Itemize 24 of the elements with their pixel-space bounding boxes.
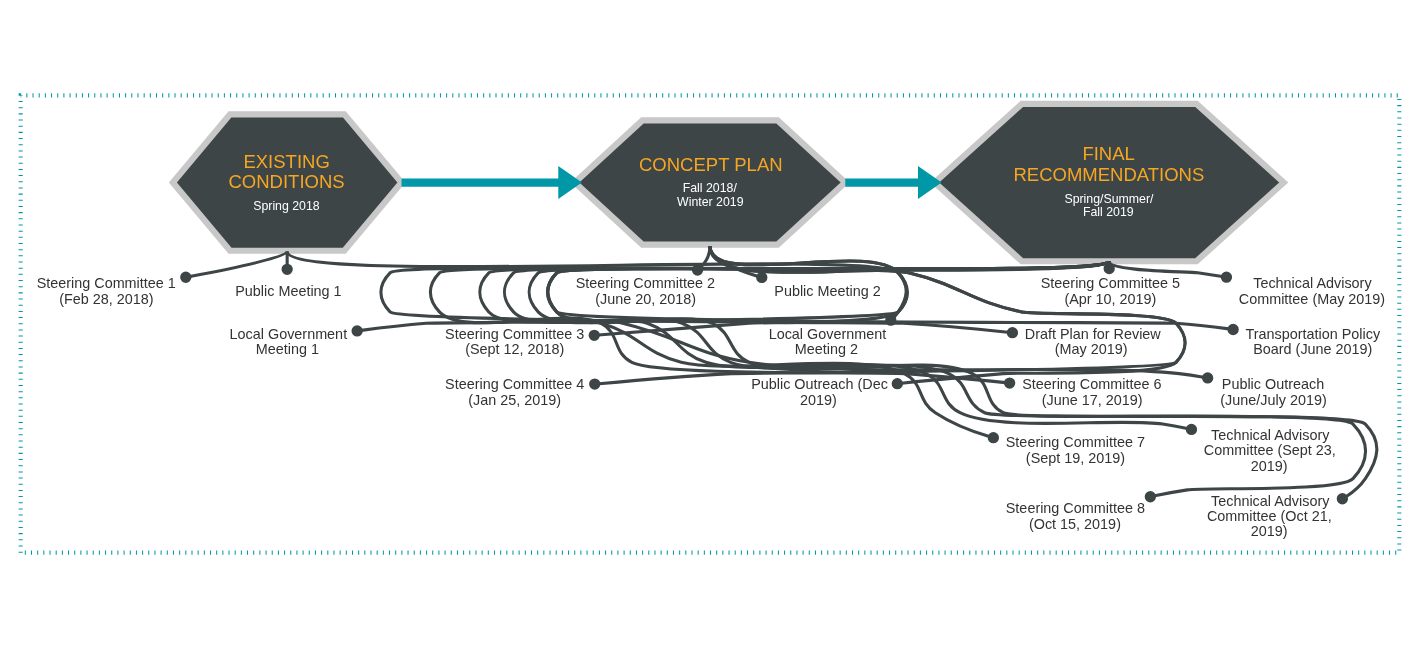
node-text: Local Government Meeting 1: [229, 325, 348, 358]
node-text: Technical Advisory Committee (May 2019): [1238, 275, 1386, 307]
node-text: Steering Committee 8 (Oct 15, 2019): [1005, 500, 1145, 532]
node-text: Public Meeting 1: [235, 283, 342, 300]
node-text: Steering Committee 3 (Sept 12, 2018): [445, 325, 585, 358]
node-text: Public Outreach (Dec 2019): [751, 376, 888, 408]
node-text: Local Government Meeting 2: [768, 325, 887, 358]
connector: [589, 245, 1186, 390]
node-text: Steering Committee 2 (June 20, 2018): [575, 275, 715, 307]
node-text: Steering Committee 4 (Jan 25, 2019): [445, 376, 585, 408]
node-text: Public Outreach (June/July 2019): [1220, 376, 1327, 408]
node-text: Technical Advisory Committee (Oct 21, 2019): [1206, 492, 1332, 540]
node-text: Technical Advisory Committee (Sept 23, 2019): [1203, 426, 1336, 474]
node-text: Public Meeting 2: [774, 283, 881, 300]
connector: [588, 245, 909, 341]
node-text: Steering Committee 5 (Apr 10, 2019): [1040, 275, 1180, 307]
arrow: [845, 166, 942, 200]
node-text: Steering Committee 6 (June 17, 2019): [1022, 376, 1162, 408]
node-text: Transportation Policy Board (June 2019): [1245, 325, 1381, 358]
node-text: Steering Committee 1 (Feb 28, 2018): [36, 275, 176, 307]
cluster: [18, 93, 1402, 555]
arrow: [401, 166, 582, 200]
node-text: Draft Plan for Review (May 2019): [1024, 325, 1161, 358]
node-text: Steering Committee 7 (Sept 19, 2019): [1005, 434, 1145, 466]
